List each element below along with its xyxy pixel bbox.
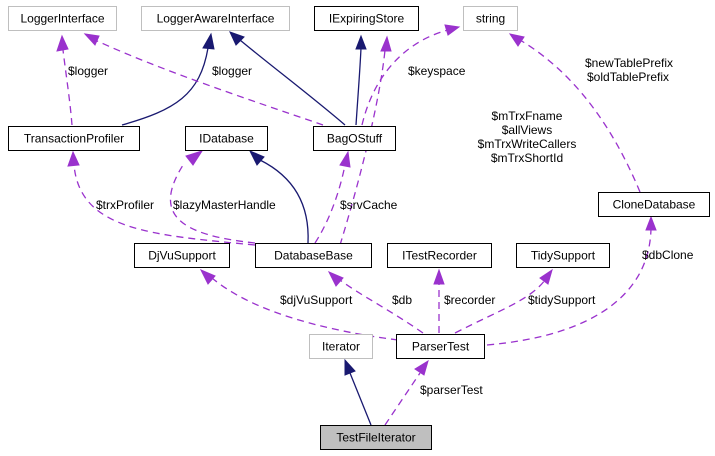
node-tidy-support[interactable]: TidySupport	[516, 243, 610, 268]
edge-label-tidy-support: $tidySupport	[528, 293, 596, 307]
node-logger-aware-interface[interactable]: LoggerAwareInterface	[141, 6, 290, 31]
node-iexpiring-store-label: IExpiringStore	[329, 12, 405, 26]
edge-testfileiterator-parsertest	[384, 359, 429, 426]
node-itest-recorder[interactable]: ITestRecorder	[387, 243, 492, 268]
edge-label-parser-test: $parserTest	[420, 383, 483, 397]
edge-bagostuff-loggerinterface	[83, 33, 324, 126]
node-clone-database-label: CloneDatabase	[613, 198, 696, 212]
node-iterator-label: Iterator	[322, 340, 360, 354]
edge-label-lazy-master-handle: $lazyMasterHandle	[173, 198, 276, 212]
node-djvu-support-label: DjVuSupport	[148, 249, 216, 263]
edge-parsertest-itestrecorder	[433, 268, 445, 333]
edge-clonedatabase-string	[508, 33, 641, 193]
edge-testfileiterator-iterator	[344, 358, 372, 426]
edge-databasebase-string	[339, 35, 392, 246]
edge-label-mtrx-write-callers: $mTrxWriteCallers	[478, 137, 577, 151]
edge-parsertest-tidysupport	[454, 268, 553, 334]
node-bag-o-stuff[interactable]: BagOStuff	[313, 126, 396, 151]
edge-label-mtrx-short-id: $mTrxShortId	[491, 151, 563, 165]
edge-label-bag-logger: $logger	[212, 64, 252, 78]
edge-databasebase-bagostuff	[314, 150, 351, 244]
node-logger-interface-label: LoggerInterface	[20, 12, 104, 26]
node-djvu-support[interactable]: DjVuSupport	[134, 243, 230, 268]
edge-databasebase-idatabase-inherit	[248, 150, 309, 244]
node-clone-database[interactable]: CloneDatabase	[598, 192, 710, 217]
edge-parsertest-clonedatabase	[486, 215, 657, 346]
node-itest-recorder-label: ITestRecorder	[402, 249, 477, 263]
edge-label-all-views: $allViews	[502, 123, 552, 137]
node-logger-aware-interface-label: LoggerAwareInterface	[157, 12, 275, 26]
edge-label-trx-profiler: $trxProfiler	[96, 198, 154, 212]
edge-bagostuff-loggerawareinterface	[229, 31, 346, 126]
edge-databasebase-idatabase-use	[169, 150, 256, 244]
node-iterator[interactable]: Iterator	[309, 334, 373, 359]
node-parser-test[interactable]: ParserTest	[396, 334, 485, 359]
edge-label-tp-logger: $logger	[68, 64, 108, 78]
edge-label-recorder: $recorder	[444, 293, 495, 307]
edge-label-djvu-support: $djVuSupport	[280, 293, 353, 307]
edge-transactionprofiler-loggerawareinterface	[121, 32, 215, 126]
node-string[interactable]: string	[463, 6, 518, 31]
edge-parsertest-databasebase	[327, 271, 424, 334]
node-database-base-label: DatabaseBase	[274, 249, 353, 263]
edge-transactionprofiler-loggerinterface	[56, 34, 73, 126]
edge-label-old-table-prefix: $oldTablePrefix	[587, 70, 669, 84]
edge-bagostuff-string	[361, 24, 461, 126]
node-parser-test-label: ParserTest	[412, 340, 470, 354]
edge-label-db: $db	[392, 293, 412, 307]
node-test-file-iterator[interactable]: TestFileIterator	[320, 425, 432, 450]
node-logger-interface[interactable]: LoggerInterface	[8, 6, 117, 31]
node-string-label: string	[476, 12, 505, 26]
node-iexpiring-store[interactable]: IExpiringStore	[314, 6, 419, 31]
edge-label-db-clone: $dbClone	[642, 248, 694, 262]
node-idatabase-label: IDatabase	[199, 132, 254, 146]
edge-label-mtrx-fname: $mTrxFname	[492, 109, 563, 123]
node-transaction-profiler[interactable]: TransactionProfiler	[8, 126, 140, 151]
edge-bagostuff-iexpiringstore	[355, 34, 367, 126]
node-idatabase[interactable]: IDatabase	[185, 126, 268, 151]
edge-label-keyspace: $keyspace	[408, 64, 466, 78]
edge-databasebase-transactionprofiler	[67, 150, 256, 246]
node-tidy-support-label: TidySupport	[531, 249, 596, 263]
node-test-file-iterator-label: TestFileIterator	[336, 431, 415, 445]
edge-label-srv-cache: $srvCache	[340, 198, 398, 212]
node-bag-o-stuff-label: BagOStuff	[327, 132, 383, 146]
node-transaction-profiler-label: TransactionProfiler	[24, 132, 124, 146]
edge-label-new-table-prefix: $newTablePrefix	[585, 56, 673, 70]
node-database-base[interactable]: DatabaseBase	[255, 243, 372, 268]
